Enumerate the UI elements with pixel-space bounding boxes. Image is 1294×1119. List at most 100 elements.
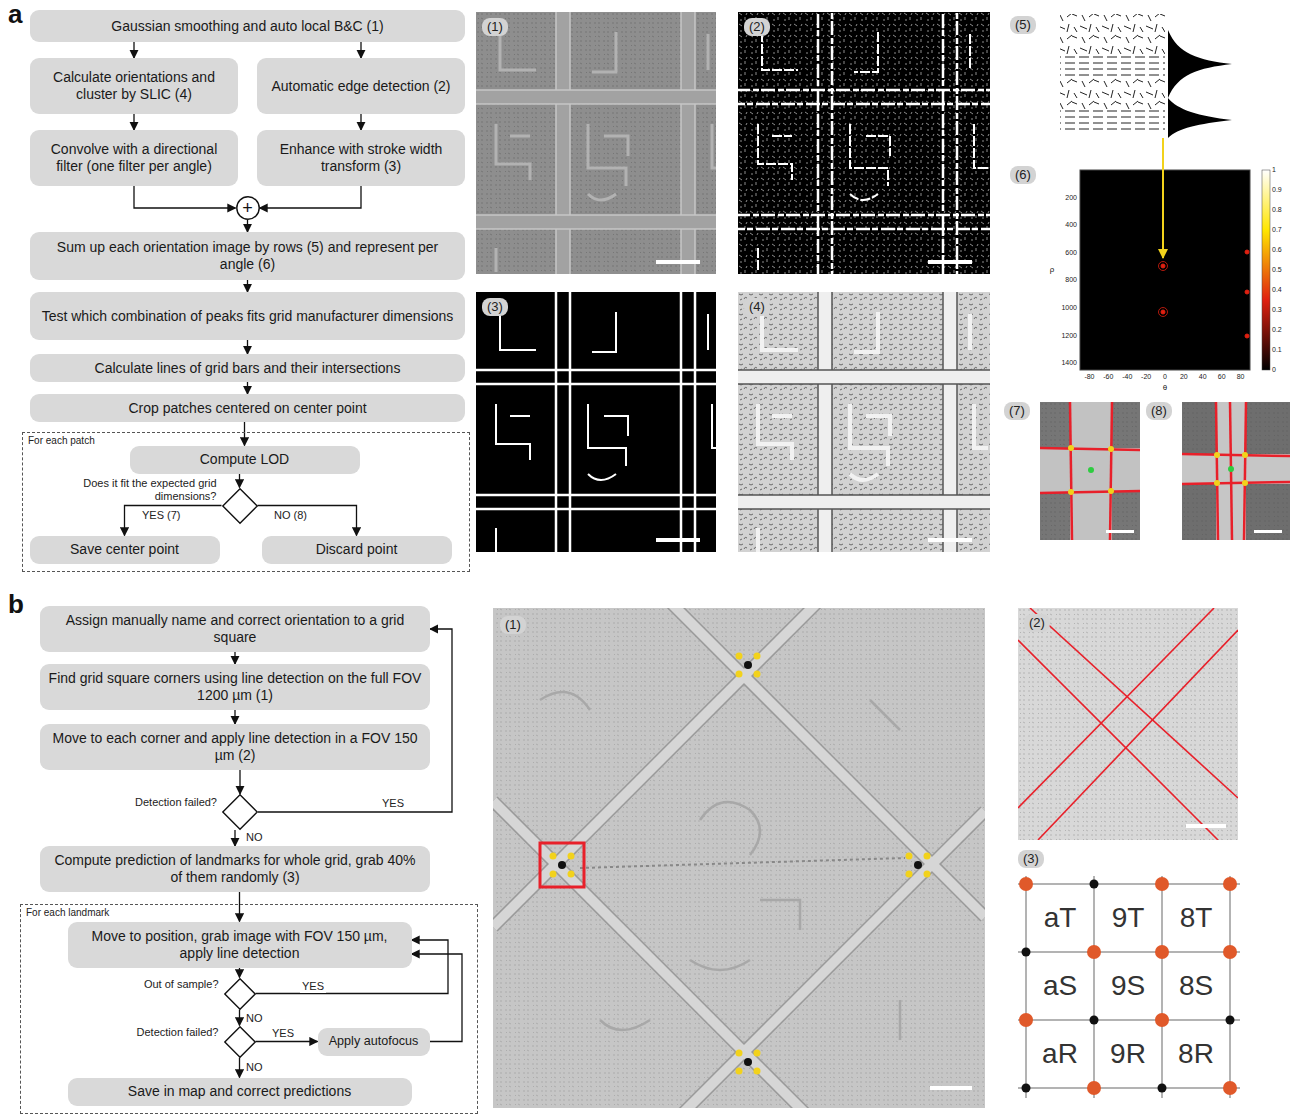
flow-arrow xyxy=(244,422,245,446)
process-box: Find grid square corners using line dete… xyxy=(40,664,430,710)
smoothed-image xyxy=(474,10,734,280)
flow-arrow xyxy=(360,114,361,130)
branch-label: NO xyxy=(244,831,265,844)
callout-number: (1) xyxy=(500,616,526,634)
flow-arrow xyxy=(239,1010,240,1026)
grid-cell-label: 8R xyxy=(1178,1039,1214,1070)
flow-arrow xyxy=(247,382,248,394)
corner-zoom-image xyxy=(1018,608,1238,840)
decision-question: Detection failed? xyxy=(135,796,217,809)
landmark-grid xyxy=(1018,876,1240,1098)
process-box: Discard point xyxy=(262,536,452,564)
hough-plot xyxy=(1080,138,1270,370)
flow-arrow xyxy=(125,506,222,536)
diamond-outline xyxy=(224,1026,256,1058)
callout-number: (2) xyxy=(744,18,770,36)
loop-region: For each patchCompute LOD Does it fit the… xyxy=(22,432,470,572)
box-text: Compute prediction of landmarks for whol… xyxy=(48,852,422,885)
box-text: Sum up each orientation image by rows (5… xyxy=(38,239,457,272)
box-text: Enhance with stroke width transform (3) xyxy=(265,141,457,174)
callout-number: (3) xyxy=(1018,850,1044,868)
callout-number: (2) xyxy=(1024,614,1050,632)
flow-arrow xyxy=(133,42,134,58)
box-text: Find grid square corners using line dete… xyxy=(48,670,422,703)
panel-letter: a xyxy=(8,0,22,29)
axis-tick: 60 xyxy=(1218,373,1226,381)
panel-letter: b xyxy=(8,590,24,619)
box-text: Apply autofocus xyxy=(329,1034,419,1049)
axis-tick: -80 xyxy=(1084,373,1094,381)
flow-arrow xyxy=(239,474,240,488)
sum-circle: + xyxy=(236,196,260,220)
callout-number: (3) xyxy=(482,298,508,316)
flow-arrow xyxy=(360,42,361,58)
process-box: Compute LOD xyxy=(130,446,360,474)
loop-title: For each landmark xyxy=(26,907,109,918)
flow-arrow xyxy=(247,280,248,292)
branch-label: YES xyxy=(380,797,406,810)
axis-tick: 20 xyxy=(1180,373,1188,381)
box-text: Convolve with a directional filter (one … xyxy=(38,141,230,174)
flow-arrow xyxy=(239,1058,240,1078)
flow-arrow xyxy=(234,652,235,664)
box-text: Discard point xyxy=(316,541,398,558)
decision-diamond: Detection failed? xyxy=(224,1026,256,1058)
flow-arrow xyxy=(260,186,362,208)
box-text: Move to position, grab image with FOV 15… xyxy=(76,928,404,961)
callout-number: (6) xyxy=(1010,166,1036,184)
grid-cell-label: aT xyxy=(1044,903,1077,934)
grid-overview-image xyxy=(493,425,985,1119)
decision-question: Detection failed? xyxy=(137,1026,219,1039)
grid-cell-label: aR xyxy=(1042,1039,1078,1070)
colorbar-tick: 0.6 xyxy=(1272,246,1282,254)
diamond-outline xyxy=(222,488,258,524)
callout-number: (7) xyxy=(1004,402,1030,420)
axis-tick: 400 xyxy=(1065,221,1077,229)
flow-arrow xyxy=(239,770,240,794)
diamond-outline xyxy=(224,978,256,1010)
colorbar-tick: 0.2 xyxy=(1272,326,1282,334)
axis-tick: 0 xyxy=(1163,373,1167,381)
flow-arrow xyxy=(247,340,248,354)
grid-cell-label: 8S xyxy=(1179,971,1213,1002)
colorbar-tick: 0.5 xyxy=(1272,266,1282,274)
process-box: Convolve with a directional filter (one … xyxy=(30,130,238,186)
grid-cell-label: 9R xyxy=(1110,1039,1146,1070)
axis-tick: 80 xyxy=(1237,373,1245,381)
process-box: Apply autofocus xyxy=(318,1028,430,1056)
callout-number: (8) xyxy=(1146,402,1172,420)
decision-question: Does it fit the expected grid dimensions… xyxy=(67,477,217,502)
decision-diamond: Detection failed? xyxy=(222,794,258,830)
process-box: Assign manually name and correct orienta… xyxy=(40,606,430,652)
flow-arrow xyxy=(239,892,240,922)
box-text: Test which combination of peaks fits gri… xyxy=(42,308,454,325)
grid-cell-label: 9S xyxy=(1111,971,1145,1002)
orientation-image xyxy=(736,290,996,560)
flow-arrow xyxy=(258,629,452,812)
flow-arrow xyxy=(134,186,236,208)
flow-arrow xyxy=(256,1041,318,1042)
stroke-width-image xyxy=(474,290,734,560)
axis-tick: 1400 xyxy=(1061,359,1077,367)
axis-tick: 800 xyxy=(1065,277,1077,285)
box-text: Compute LOD xyxy=(200,451,289,468)
process-box: Save in map and correct predictions xyxy=(68,1078,412,1106)
process-box: Calculate orientations and cluster by SL… xyxy=(30,58,238,114)
flow-arrow xyxy=(239,968,240,978)
accepted-patch xyxy=(1040,402,1140,540)
axis-label: ρ xyxy=(1050,266,1055,275)
loop-title: For each patch xyxy=(28,435,95,446)
flow-arrow xyxy=(234,830,235,846)
process-box: Move to position, grab image with FOV 15… xyxy=(68,922,412,968)
process-box: Enhance with stroke width transform (3) xyxy=(257,130,465,186)
colorbar-tick: 0.9 xyxy=(1272,186,1282,194)
process-box: Save center point xyxy=(30,536,220,564)
colorbar-tick: 0.4 xyxy=(1272,286,1282,294)
axis-tick: 200 xyxy=(1065,194,1077,202)
flow-arrow xyxy=(258,506,357,536)
branch-label: NO xyxy=(244,1061,265,1074)
axis-tick: -40 xyxy=(1122,373,1132,381)
box-text: Automatic edge detection (2) xyxy=(272,78,451,95)
box-text: Calculate lines of grid bars and their i… xyxy=(95,360,401,377)
process-box: Test which combination of peaks fits gri… xyxy=(30,292,465,340)
